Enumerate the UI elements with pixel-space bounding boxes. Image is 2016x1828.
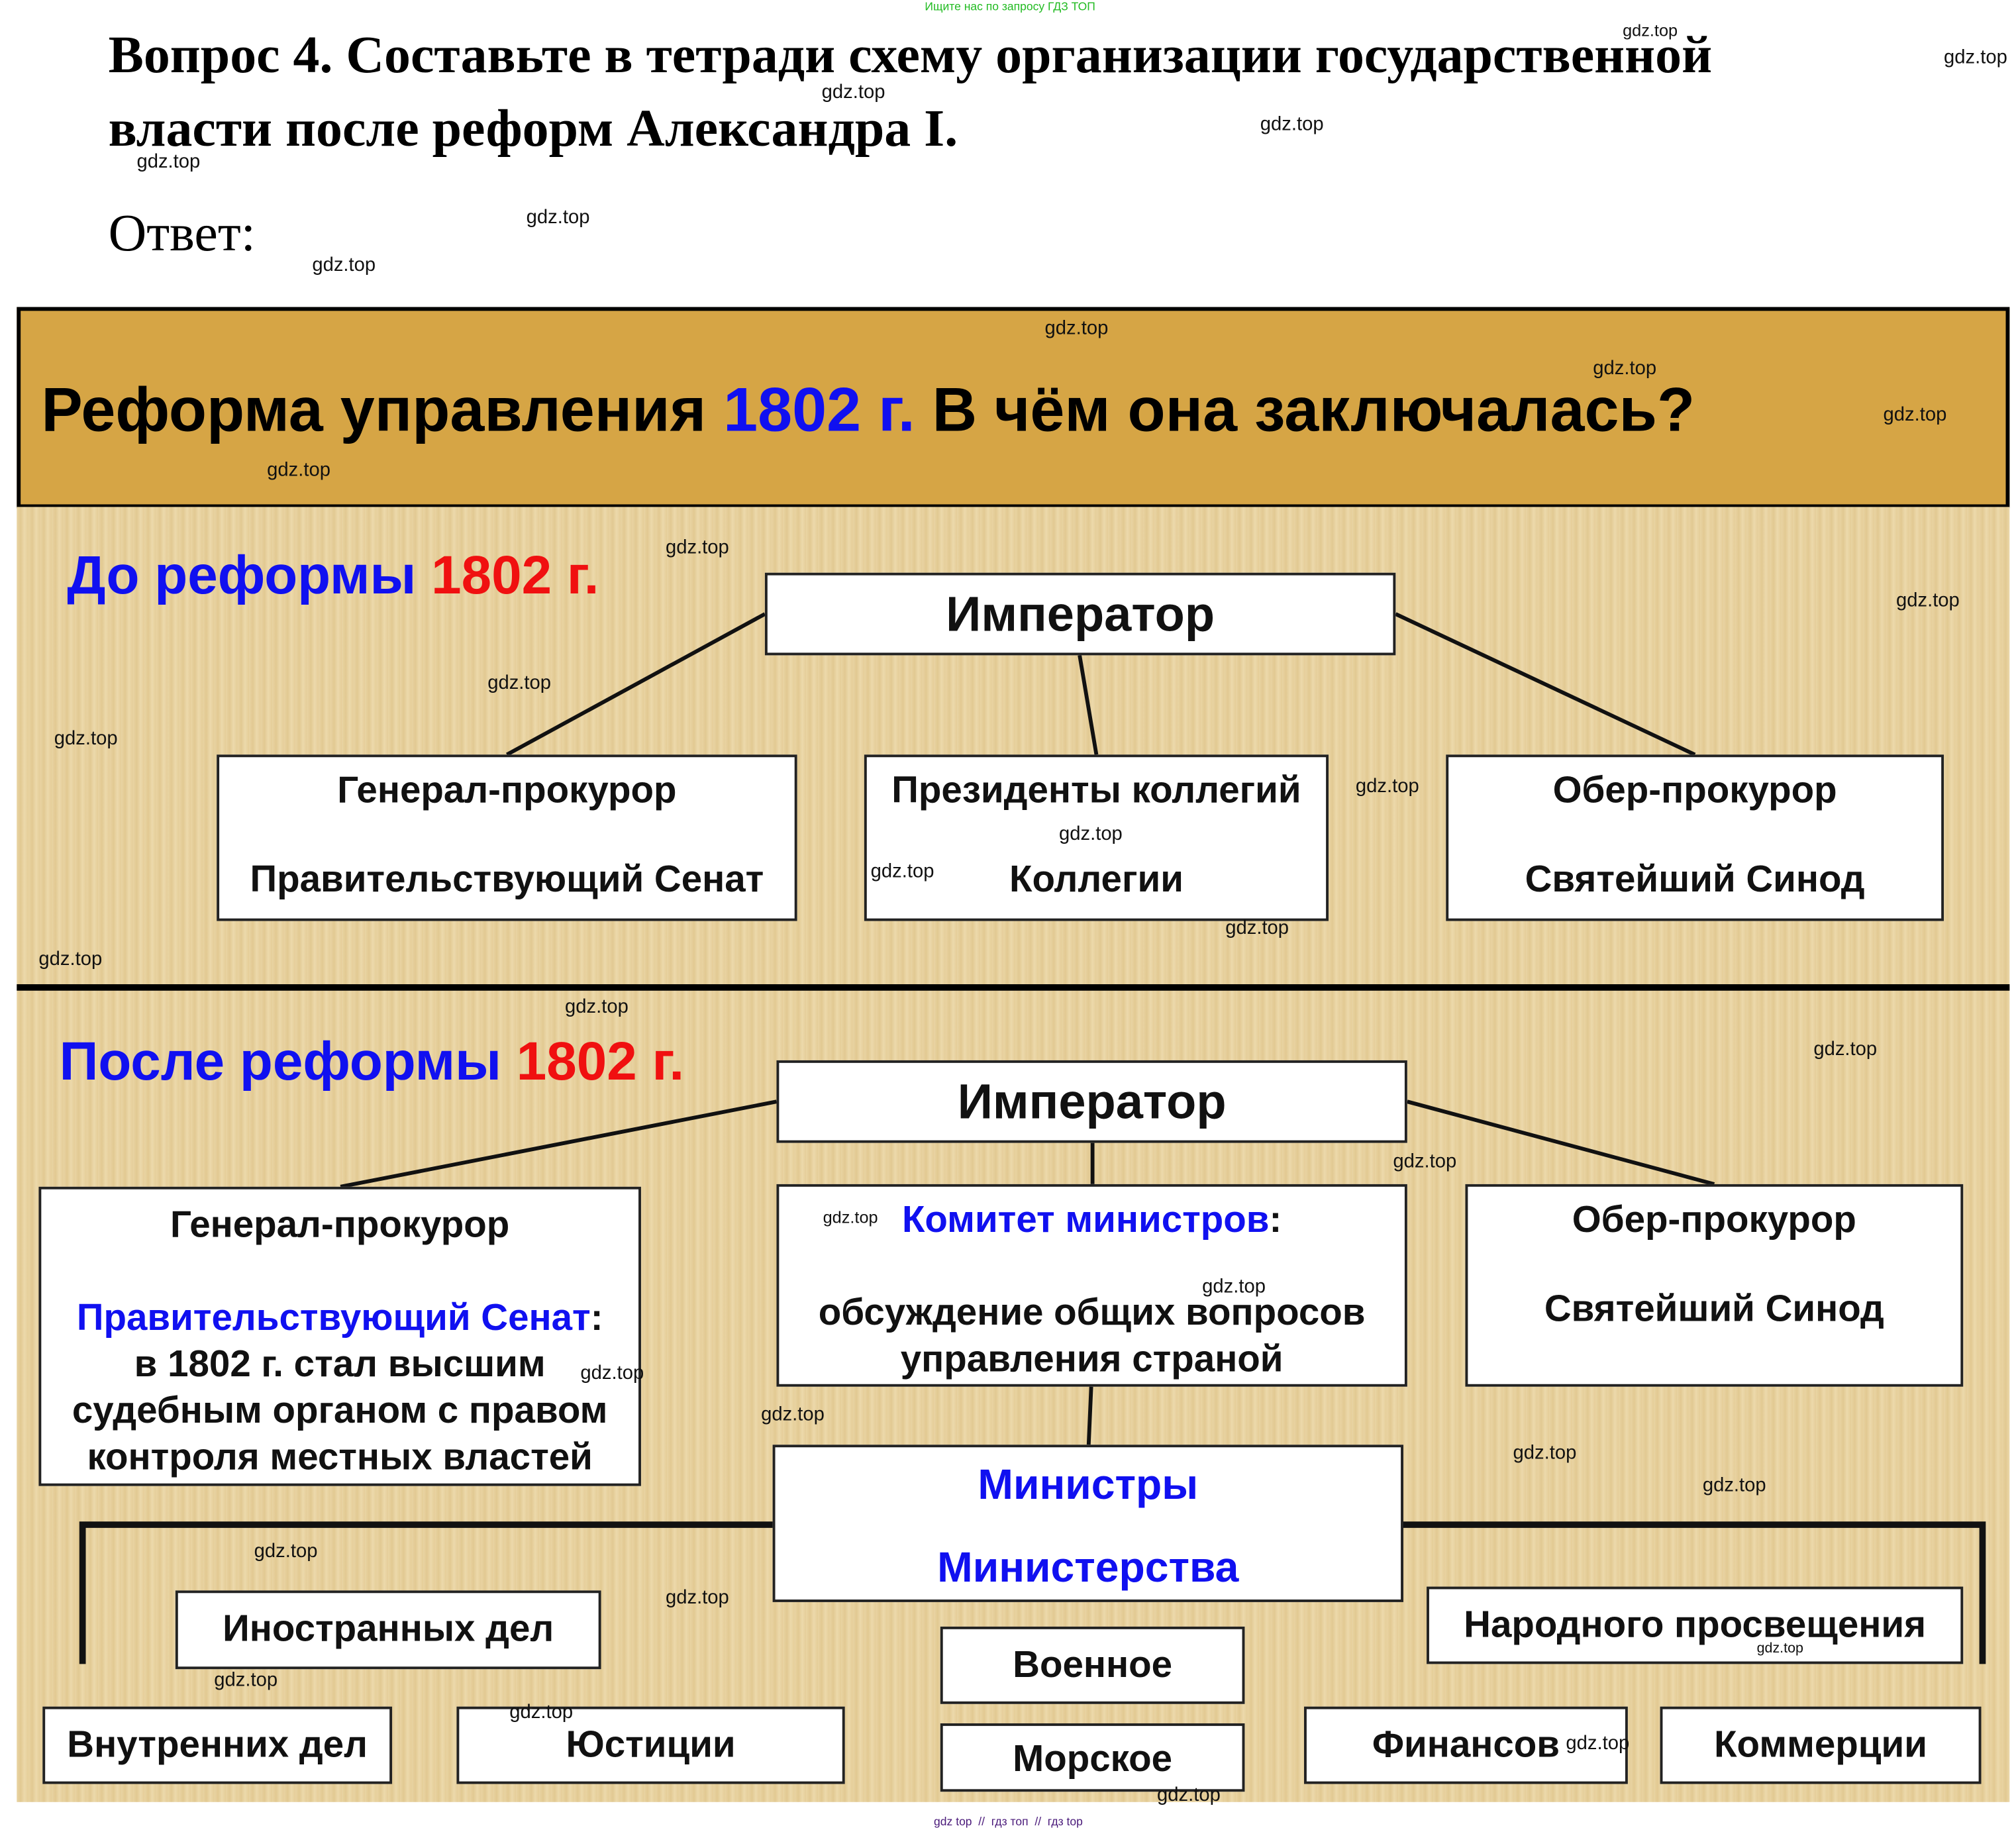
collegia-presidents: Президенты коллегий bbox=[891, 770, 1301, 812]
question-line-1: Вопрос 4. Составьте в тетради схему орга… bbox=[108, 25, 1713, 84]
line-emperor-pk-before bbox=[1078, 654, 1099, 755]
synod-label: Святейший Синод bbox=[1544, 1288, 1884, 1330]
bracket-left bbox=[79, 1521, 773, 1664]
banner-title: Реформа управления 1802 г. В чём она зак… bbox=[41, 376, 1695, 446]
banner: Реформа управления 1802 г. В чём она зак… bbox=[17, 307, 2010, 509]
after-heading: После реформы 1802 г. bbox=[60, 1031, 684, 1092]
before-heading-text: До реформы bbox=[67, 544, 432, 605]
after-heading-text: После реформы bbox=[59, 1031, 517, 1092]
watermark: gdz.top bbox=[870, 860, 934, 883]
senate-label: Правительствующий Сенат bbox=[250, 859, 764, 901]
op-box-after: Обер-прокурор Святейший Синод bbox=[1465, 1184, 1964, 1387]
line-emperor-gp-before bbox=[506, 612, 766, 756]
colon: : bbox=[590, 1297, 603, 1339]
op-title: Обер-прокурор bbox=[1552, 770, 1837, 812]
gp-title: Генерал-прокурор bbox=[337, 770, 677, 812]
watermark: gdz.top bbox=[1895, 589, 1960, 612]
after-heading-year: 1802 г. bbox=[516, 1031, 685, 1092]
watermark: gdz.top bbox=[565, 995, 629, 1018]
banner-prefix: Реформа управления bbox=[41, 376, 724, 445]
emperor-box-before: Император bbox=[764, 572, 1396, 656]
committee-box: Комитет министров: обсуждение общих вопр… bbox=[776, 1184, 1407, 1387]
watermark: gdz.top bbox=[580, 1362, 644, 1384]
line-emperor-gp-after bbox=[340, 1099, 778, 1189]
gp-box-before: Генерал-прокурор Правительствующий Сенат bbox=[217, 754, 797, 921]
senate-desc-3: контроля местных властей bbox=[87, 1437, 593, 1478]
ministry-navy: Морское bbox=[940, 1723, 1245, 1792]
watermark: gdz.top bbox=[1756, 1641, 1803, 1656]
ministry-education: Народного просвещения bbox=[1427, 1586, 1964, 1664]
watermark: gdz.top bbox=[526, 206, 590, 228]
line-km-ministers bbox=[1086, 1386, 1093, 1445]
watermark: gdz.top bbox=[1225, 917, 1289, 939]
watermark: gdz.top bbox=[823, 1207, 878, 1227]
watermark: gdz.top bbox=[665, 536, 729, 559]
bracket-right bbox=[1403, 1521, 1986, 1664]
line-emperor-op-before bbox=[1395, 612, 1696, 756]
ministry-commerce: Коммерции bbox=[1660, 1706, 1982, 1784]
answer-label: Ответ: bbox=[108, 202, 256, 262]
colon: : bbox=[1269, 1199, 1282, 1241]
ministers-box: Министры Министерства bbox=[772, 1445, 1403, 1602]
watermark: gdz.top bbox=[254, 1540, 318, 1562]
op-box-before: Обер-прокурор Святейший Синод bbox=[1446, 754, 1944, 921]
ministry-foreign: Иностранных дел bbox=[175, 1590, 601, 1670]
footer: gdz top // гдз топ // гдз top bbox=[934, 1815, 1083, 1828]
watermark: gdz.top bbox=[267, 459, 331, 482]
line-emperor-op-after bbox=[1407, 1099, 1715, 1186]
ministers-label: Министры bbox=[978, 1460, 1199, 1508]
watermark: gdz.top bbox=[1156, 1784, 1221, 1806]
watermark: gdz.top bbox=[1593, 357, 1657, 380]
watermark: gdz.top bbox=[1623, 21, 1678, 40]
banner-suffix: В чём она заключалась? bbox=[915, 376, 1695, 445]
gp-title: Генерал-прокурор bbox=[170, 1205, 510, 1246]
watermark: gdz.top bbox=[136, 150, 201, 173]
ministry-war: Военное bbox=[940, 1626, 1245, 1704]
watermark: gdz.top bbox=[54, 727, 118, 750]
op-title: Обер-прокурор bbox=[1572, 1199, 1856, 1241]
watermark: gdz.top bbox=[1202, 1276, 1266, 1298]
banner-year: 1802 г. bbox=[723, 376, 915, 445]
watermark: gdz.top bbox=[214, 1669, 278, 1692]
ministry-justice: Юстиции bbox=[456, 1706, 845, 1784]
watermark: gdz.top bbox=[487, 672, 552, 694]
watermark: gdz.top bbox=[1044, 317, 1109, 340]
watermark: gdz.top bbox=[509, 1701, 574, 1723]
question-line-2: власти после реформ Александра I. bbox=[108, 98, 958, 158]
watermark: gdz.top bbox=[1702, 1474, 1766, 1497]
emperor-box-after: Император bbox=[776, 1060, 1407, 1143]
collegia-label: Коллегии bbox=[1009, 859, 1184, 901]
watermark: gdz.top bbox=[1260, 113, 1324, 136]
watermark: gdz.top bbox=[1566, 1732, 1630, 1754]
top-notice: Ищите нас по запросу ГДЗ ТОП bbox=[925, 0, 1095, 13]
ministries-label: Министерства bbox=[937, 1543, 1239, 1591]
committee-title: Комитет министров bbox=[901, 1199, 1270, 1241]
watermark: gdz.top bbox=[1813, 1038, 1878, 1060]
committee-desc-1: обсуждение общих вопросов bbox=[818, 1292, 1366, 1334]
watermark: gdz.top bbox=[1513, 1442, 1577, 1464]
watermark: gdz.top bbox=[1058, 823, 1123, 845]
senate-desc-2: судебным органом с правом bbox=[72, 1390, 608, 1432]
senate-label: Правительствующий Сенат bbox=[76, 1297, 591, 1339]
watermark: gdz.top bbox=[821, 81, 885, 103]
synod-label: Святейший Синод bbox=[1525, 859, 1865, 901]
watermark: gdz.top bbox=[665, 1586, 729, 1609]
ministry-finance: Финансов bbox=[1304, 1706, 1628, 1784]
watermark: gdz.top bbox=[38, 948, 103, 970]
watermark: gdz.top bbox=[1944, 46, 2007, 69]
watermark: gdz.top bbox=[1883, 403, 1947, 426]
watermark: gdz.top bbox=[1393, 1150, 1457, 1173]
senate-desc-1: в 1802 г. стал высшим bbox=[134, 1344, 546, 1386]
watermark: gdz.top bbox=[312, 254, 376, 276]
gp-box-after: Генерал-прокурор Правительствующий Сенат… bbox=[38, 1186, 641, 1486]
watermark: gdz.top bbox=[1355, 775, 1419, 797]
section-divider bbox=[17, 984, 2010, 991]
watermark: gdz.top bbox=[761, 1403, 825, 1426]
before-heading-year: 1802 г. bbox=[431, 544, 599, 605]
collegia-box-before: Президенты коллегий Коллегии bbox=[864, 754, 1329, 921]
before-heading: До реформы 1802 г. bbox=[67, 544, 599, 606]
committee-desc-2: управления страной bbox=[900, 1339, 1284, 1380]
ministry-interior: Внутренних дел bbox=[42, 1706, 393, 1784]
